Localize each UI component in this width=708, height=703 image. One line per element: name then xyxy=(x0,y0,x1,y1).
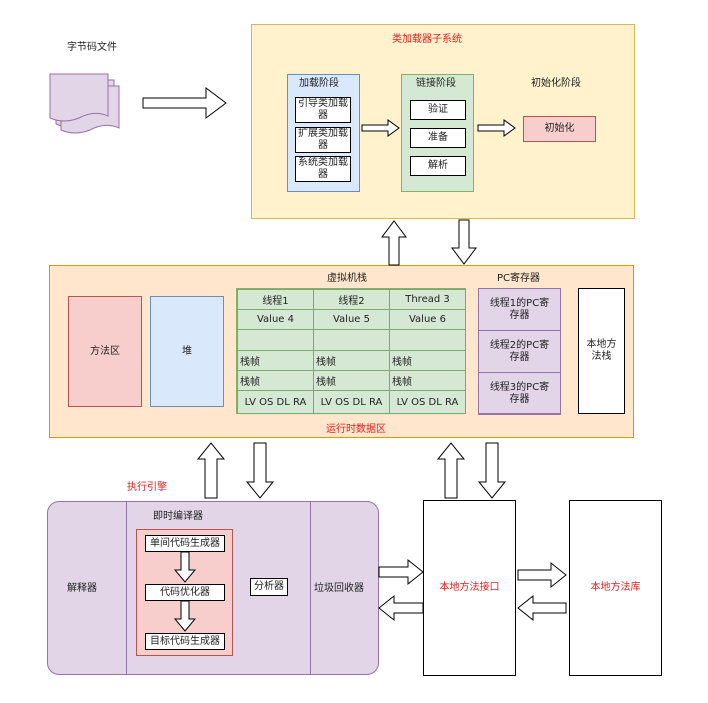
arrow-native-to-runtime xyxy=(436,442,466,499)
init-phase-title: 初始化阶段 xyxy=(531,78,581,89)
linking-phase-title: 链接阶段 xyxy=(416,78,456,89)
method-area: 方法区 xyxy=(68,296,142,407)
arrow-optimizer-to-target xyxy=(173,600,197,632)
arrow-interface-to-library xyxy=(517,561,567,589)
classloader-title: 类加载器子系统 xyxy=(392,34,462,45)
arrow-engine-to-native xyxy=(378,558,424,586)
bootstrap-loader: 引导类加载器 xyxy=(295,97,351,123)
extension-loader: 扩展类加载器 xyxy=(295,127,351,153)
analyzer: 分析器 xyxy=(250,578,288,596)
native-method-stack: 本地方法栈 xyxy=(578,288,625,414)
arrow-runtime-to-loader xyxy=(381,220,407,266)
native-method-library: 本地方法库 xyxy=(569,500,662,676)
loading-phase-title: 加载阶段 xyxy=(299,78,339,89)
interpreter: 解释器 xyxy=(67,583,97,594)
arrow-file-to-loader xyxy=(142,87,227,119)
init-step: 初始化 xyxy=(523,116,596,142)
arrow-loading-to-linking xyxy=(361,119,400,137)
arrow-native-to-engine xyxy=(378,594,424,622)
arrow-runtime-to-native xyxy=(477,442,507,499)
prepare-step: 准备 xyxy=(410,128,466,148)
arrow-engine-to-runtime xyxy=(196,442,226,499)
garbage-collector: 垃圾回收器 xyxy=(314,583,364,594)
arrow-library-to-interface xyxy=(517,594,567,622)
locals-3: LV OS DL RA xyxy=(389,390,466,414)
runtime-title: 运行时数据区 xyxy=(326,424,386,435)
heap: 堆 xyxy=(150,296,224,407)
pc-register-title: PC寄存器 xyxy=(497,273,541,284)
verify-step: 验证 xyxy=(410,100,466,120)
native-method-interface: 本地方法接口 xyxy=(423,500,516,676)
vm-stack: 线程1 线程2 Thread 3 Value 4 Value 5 Value 6… xyxy=(236,288,466,414)
engine-divider-left xyxy=(126,501,127,675)
resolve-step: 解析 xyxy=(410,156,466,176)
system-loader: 系统类加载器 xyxy=(295,156,351,182)
vm-stack-title: 虚拟机栈 xyxy=(327,273,367,284)
target-codegen: 目标代码生成器 xyxy=(145,633,225,650)
arrow-linking-to-init xyxy=(477,119,516,137)
bytecode-file-label: 字节码文件 xyxy=(67,42,117,53)
arrow-runtime-to-engine xyxy=(245,442,275,499)
engine-divider-right xyxy=(310,501,311,675)
jit-title: 即时编译器 xyxy=(153,511,203,522)
arrow-codegen-to-optimizer xyxy=(173,551,197,583)
engine-title: 执行引擎 xyxy=(127,482,167,493)
pc-register-3: 线程3的PC寄存器 xyxy=(478,372,561,415)
pc-register: 线程1的PC寄存器 线程2的PC寄存器 线程3的PC寄存器 xyxy=(478,288,561,415)
arrow-loader-to-runtime xyxy=(451,219,477,265)
